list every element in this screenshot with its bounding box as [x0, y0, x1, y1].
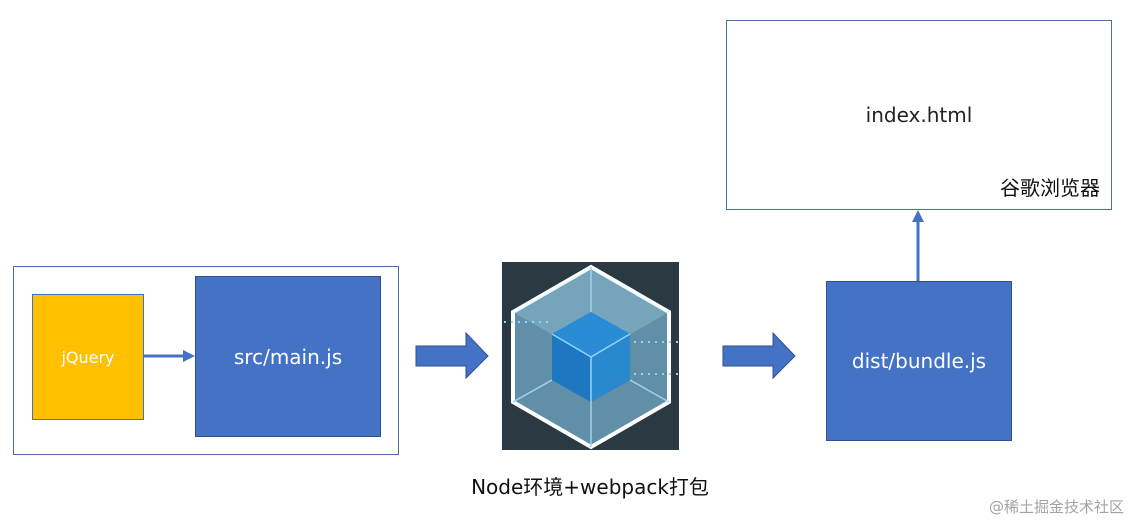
- jquery-label: jQuery: [61, 347, 115, 367]
- index-html-label: index.html: [865, 103, 973, 127]
- webpack-caption: Node环境+webpack打包: [471, 475, 709, 499]
- main-js-label: src/main.js: [233, 344, 343, 369]
- main-js-box: src/main.js: [195, 276, 381, 437]
- webpack-logo: [502, 262, 679, 450]
- browser-name-label: 谷歌浏览器: [1000, 176, 1100, 200]
- jquery-box: jQuery: [32, 294, 144, 420]
- arrow-bundle-to-browser: [912, 210, 924, 281]
- bundle-js-label: dist/bundle.js: [851, 349, 987, 373]
- arrow-webpack-to-bundle: [722, 331, 796, 380]
- watermark: @稀土掘金技术社区: [988, 498, 1124, 516]
- bundle-js-box: dist/bundle.js: [826, 281, 1012, 441]
- webpack-cube-icon: [504, 264, 678, 450]
- arrow-source-to-webpack: [415, 331, 489, 380]
- browser-window: [726, 20, 1112, 210]
